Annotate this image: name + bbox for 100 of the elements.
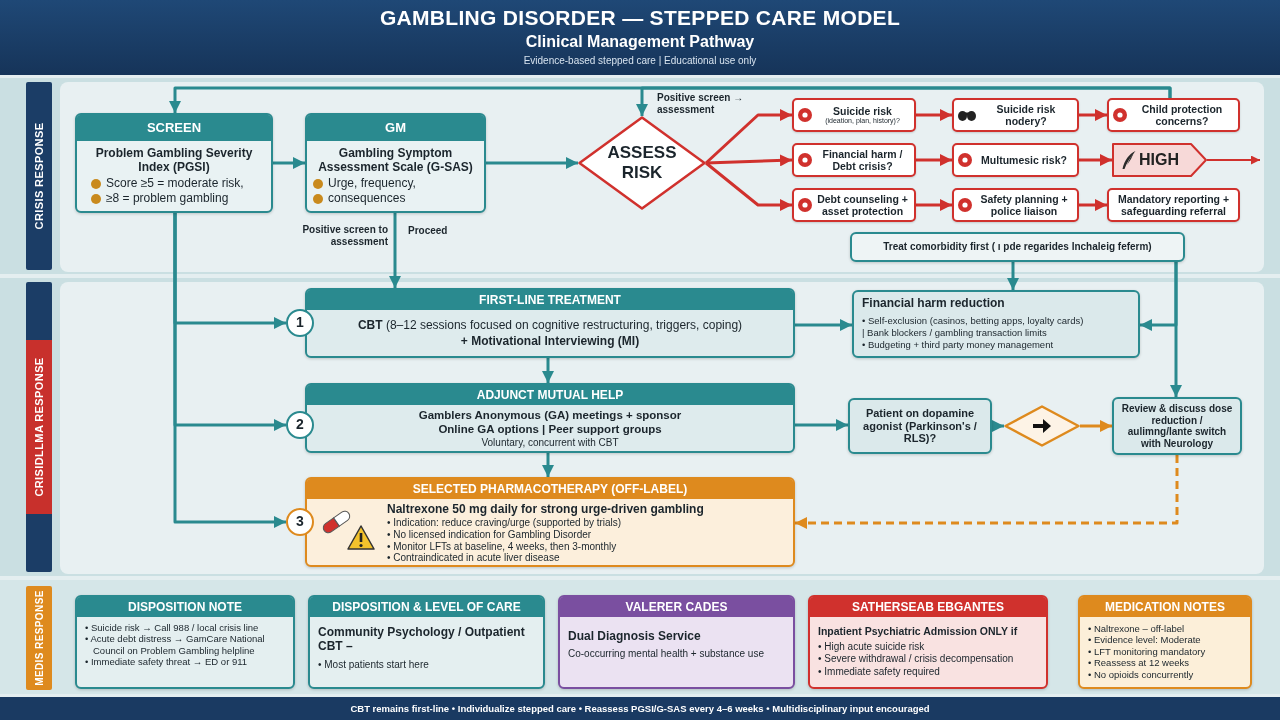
card-heading: MEDICATION NOTES <box>1080 597 1250 617</box>
node-text: Online GA options | Peer support groups <box>437 422 663 437</box>
card-heading: DISPOSITION NOTE <box>77 597 293 617</box>
bullet-item: • Immediate safety required <box>818 665 941 679</box>
footer-note: CBT remains first-line • Individualize stepped care • Reassess PGSI/G-SAS every 4–6 weeks • Multidisciplinary input encouraged <box>349 703 931 714</box>
process-card <box>75 113 273 213</box>
risk-box <box>952 143 1079 177</box>
arrow <box>795 419 848 431</box>
node-text: Inpatient Psychiatric Admission ONLY if <box>818 625 1019 638</box>
card-heading: SELECTED PHARMACOTHERAPY (OFF-LABEL) <box>307 479 793 499</box>
process-card <box>305 288 795 358</box>
process-card <box>305 113 486 213</box>
lane-label: MEDIS RESPONSE <box>33 590 45 686</box>
diamond-shape <box>1004 405 1080 447</box>
bullet-item: • Most patients start here <box>318 658 430 672</box>
node-text: Dual Diagnosis Service <box>568 629 702 644</box>
list-item: Score ≥5 = moderate risk, <box>106 176 244 192</box>
card-heading: ADJUNCT MUTUAL HELP <box>307 385 793 405</box>
risk-level-tag <box>1112 143 1207 177</box>
node-text: Debt counseling + asset protection <box>816 192 909 218</box>
risk-box <box>792 98 916 132</box>
box-heading: Financial harm reduction <box>862 296 1006 312</box>
card-heading: VALERER CADES <box>560 597 793 617</box>
risk-box <box>1107 188 1240 222</box>
card-heading: DISPOSITION & LEVEL OF CARE <box>310 597 543 617</box>
node-text: Treat comorbidity first ( ı pde regarides Inchaleig feferm) <box>882 241 1153 253</box>
bullet-item: • Severe withdrawal / crisis decompensation <box>818 653 1015 666</box>
edge-note: Proceed <box>408 225 448 236</box>
info-card <box>1078 595 1252 689</box>
card-heading: SCREEN <box>77 115 271 141</box>
node-text: Child protection concerns? <box>1140 102 1224 128</box>
list-item: consequences <box>328 191 406 207</box>
arrow <box>916 199 952 211</box>
arrow <box>705 161 792 211</box>
node-text: Gamblers Anonymous (GA) meetings + sponsor <box>417 408 683 423</box>
node-text: Review & discuss dose reduction / aulimng/lante switch with Neurology <box>1120 403 1234 449</box>
node-text: Financial harm / Debt crisis? <box>821 147 904 173</box>
arrow <box>173 213 286 528</box>
bullet-item: • Suicide risk → Call 988 / local crisis line <box>85 622 260 634</box>
info-card <box>808 595 1048 689</box>
arrow <box>636 86 1172 116</box>
arrow <box>1007 262 1019 290</box>
node-text: CBT (8–12 sessions focused on cognitive restructuring, triggers, coping) <box>356 316 744 333</box>
node-text: Problem Gambling Severity Index (PGSI) <box>94 145 254 175</box>
bullet-item: • No licensed indication for Gambling Disorder <box>387 528 593 541</box>
card-heading: GM <box>307 115 484 141</box>
arrow <box>1079 199 1107 211</box>
lane-label: CRISIDLLMA RESPONSE <box>33 357 45 497</box>
node-text: HIGH <box>1139 151 1179 169</box>
node-text: Voluntary, concurrent with CBT <box>480 436 620 450</box>
bullet-item: • Self-exclusion (casinos, betting apps, loyalty cards) <box>862 314 1085 328</box>
bullet-item: | Bank blockers / gambling transaction limits <box>862 327 1048 340</box>
bullet-item: • Indication: reduce craving/urge (supported by trials) <box>387 517 623 529</box>
node-text: Mandatory reporting + safeguarding referral <box>1116 192 1231 218</box>
arrow <box>1080 420 1112 432</box>
arrow <box>705 109 792 165</box>
process-card <box>305 477 795 567</box>
process-box <box>852 290 1140 358</box>
arrow <box>1079 109 1107 121</box>
node-text: Suicide risk <box>832 105 893 118</box>
bullet-item: • Acute debt distress → GamCare National Council on Problem Gambling helpline <box>85 633 266 657</box>
info-card <box>308 595 545 689</box>
risk-box <box>1107 98 1240 132</box>
bullet-item: • Naltrexone – off-label <box>1088 623 1186 635</box>
risk-box <box>792 188 916 222</box>
bullet-item: • Evidence level: Moderate <box>1088 634 1202 646</box>
node-text: Community Psychology / Outpatient CBT – <box>318 625 526 654</box>
process-box <box>850 232 1185 262</box>
bullet-item: • Reassess at 12 weeks <box>1088 657 1190 669</box>
arrow <box>916 154 952 166</box>
swimlane <box>0 580 1280 694</box>
bullet-item: • Monitor LFTs at baseline, 4 weeks, then 3-monthly <box>387 540 618 553</box>
arrow <box>542 453 554 477</box>
bullet-item: • Budgeting + third party money management <box>862 339 1055 352</box>
node-text: Multumesic risk? <box>980 153 1068 167</box>
arrow <box>1206 155 1261 165</box>
risk-box <box>792 143 916 177</box>
bullet-item: • Immediate safety threat → ED or 911 <box>85 656 249 668</box>
info-card <box>75 595 295 689</box>
node-text: + Motivational Interviewing (MI) <box>459 333 641 350</box>
node-text: Co-occurring mental health + substance use <box>568 648 765 661</box>
bullet-item: • Contraindicated in acute liver disease <box>387 552 561 565</box>
node-text: Safety planning + police liaison <box>979 192 1069 218</box>
edge-label: Positive screen to assessment <box>301 224 388 248</box>
node-text: Gambling Symptom Assessment Scale (G-SAS) <box>317 145 474 175</box>
edge-label: Positive screen → assessment <box>657 92 745 116</box>
risk-box <box>952 188 1079 222</box>
tagline: Evidence-based stepped care | Educational use only <box>522 55 758 66</box>
list-item: ≥8 = problem gambling <box>106 191 229 207</box>
arrow <box>795 319 852 331</box>
process-box <box>848 398 992 454</box>
bullet-item: • LFT monitoring mandatory <box>1088 645 1207 658</box>
process-box <box>1112 397 1242 455</box>
subtitle: Clinical Management Pathway <box>524 33 756 51</box>
decision-diamond <box>578 116 706 210</box>
node-text: ASSESS RISK <box>606 142 678 184</box>
node-text: Naltrexone 50 mg daily for strong urge-driven gambling <box>387 502 705 517</box>
info-card <box>558 595 795 689</box>
dashed-arrow <box>795 455 1179 529</box>
node-text: Suicide risk nodery? <box>995 102 1057 128</box>
